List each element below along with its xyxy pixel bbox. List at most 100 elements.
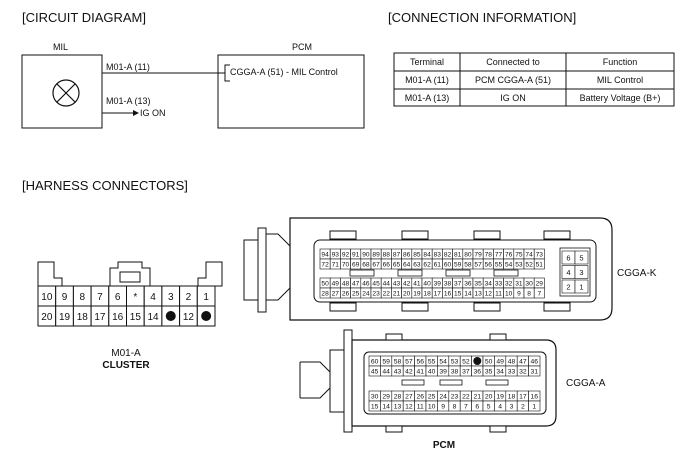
- terminal-number: 3: [510, 404, 514, 411]
- terminal-number: 14: [147, 312, 159, 323]
- terminal-number: 6: [566, 254, 570, 263]
- terminal-number: 20: [41, 312, 53, 323]
- terminal-number: 8: [527, 291, 531, 298]
- terminal-number: 39: [439, 369, 447, 376]
- table-cell: PCM CGGA-A (51): [475, 75, 551, 85]
- terminal-number: 26: [417, 394, 425, 401]
- terminal-number: 37: [462, 369, 470, 376]
- terminal-number: 18: [77, 312, 89, 323]
- table-header-connected-to: Connected to: [486, 57, 540, 67]
- terminal-number: 50: [485, 359, 493, 366]
- terminal-number: 4: [150, 292, 156, 303]
- terminal-number: 14: [464, 291, 472, 298]
- pcm-terminal-bracket: [218, 64, 230, 82]
- terminal-number: 14: [382, 404, 390, 411]
- ig-on-label: IG ON: [140, 108, 166, 118]
- terminal-number: 68: [362, 262, 370, 269]
- terminal-number: 7: [537, 291, 541, 298]
- terminal-number: 80: [464, 252, 472, 259]
- terminal-number: 88: [383, 252, 391, 259]
- cgga-a-name: CGGA-A: [566, 378, 606, 389]
- terminal-number: 3: [168, 292, 174, 303]
- mil-box: [21, 54, 103, 129]
- terminal-number: 42: [403, 281, 411, 288]
- terminal-number: 90: [362, 252, 370, 259]
- connection-information-heading: [CONNECTION INFORMATION]: [388, 10, 576, 25]
- terminal-number: 19: [413, 291, 421, 298]
- terminal-number: 1: [203, 292, 209, 303]
- terminal-number: 29: [382, 394, 390, 401]
- terminal-number: 73: [536, 252, 544, 259]
- connector-key-slot: [439, 379, 463, 386]
- terminal-number: 10: [505, 291, 513, 298]
- terminal-number: 81: [454, 252, 462, 259]
- terminal-number: 7: [97, 292, 103, 303]
- m01-a-name: M01-A: [111, 348, 141, 359]
- terminal-number: 36: [464, 281, 472, 288]
- terminal-number: 53: [515, 262, 523, 269]
- terminal-number: 13: [394, 404, 402, 411]
- terminal-number: 78: [485, 252, 493, 259]
- terminal-number: 31: [531, 369, 539, 376]
- terminal-number: 23: [451, 394, 459, 401]
- terminal-cell: [574, 250, 589, 265]
- terminal-number: 30: [525, 281, 533, 288]
- terminal-number: 62: [423, 262, 431, 269]
- terminal-number: 49: [332, 281, 340, 288]
- terminal-number: 21: [393, 291, 401, 298]
- cluster-label: CLUSTER: [102, 360, 150, 371]
- table-cell: Battery Voltage (B+): [580, 93, 661, 103]
- terminal-number: 24: [362, 291, 370, 298]
- terminal-number: 42: [405, 369, 413, 376]
- terminal-number: 89: [372, 252, 380, 259]
- terminal-number: 15: [454, 291, 462, 298]
- terminal-number: 46: [531, 359, 539, 366]
- terminal-number: 3: [579, 268, 583, 277]
- table-cell: IG ON: [500, 93, 526, 103]
- terminal-number: 40: [428, 369, 436, 376]
- terminal-number: 48: [342, 281, 350, 288]
- occupied-terminal-dot: [473, 357, 482, 365]
- terminal-number: 65: [393, 262, 401, 269]
- terminal-number: *: [133, 292, 137, 303]
- terminal-number: 26: [342, 291, 350, 298]
- terminal-number: 41: [417, 369, 425, 376]
- terminal-number: 69: [352, 262, 360, 269]
- terminal-cell: [528, 365, 541, 377]
- terminal-number: 20: [485, 394, 493, 401]
- table-cell: M01-A (13): [405, 93, 450, 103]
- terminal-number: 2: [186, 292, 192, 303]
- terminal-number: 50: [321, 281, 329, 288]
- terminal-number: 77: [495, 252, 503, 259]
- terminal-number: 49: [496, 359, 504, 366]
- terminal-number: 75: [515, 252, 523, 259]
- terminal-number: 25: [428, 394, 436, 401]
- terminal-number: 5: [579, 254, 583, 263]
- pcm-caption: PCM: [433, 440, 455, 451]
- terminal-number: 52: [525, 262, 533, 269]
- terminal-number: 71: [332, 262, 340, 269]
- connector-key-slot: [397, 269, 423, 277]
- terminal-number: 85: [413, 252, 421, 259]
- terminal-number: 83: [434, 252, 442, 259]
- terminal-number: 35: [485, 369, 493, 376]
- terminal-cell: [574, 279, 589, 294]
- terminal-number: 84: [423, 252, 431, 259]
- terminal-number: 61: [434, 262, 442, 269]
- ig-on-arrow-icon: [133, 110, 139, 116]
- terminal-number: 45: [372, 281, 380, 288]
- circuit-diagram: MIL PCM M01-A (11) CGGA-A (51) - MIL Con…: [21, 42, 365, 129]
- terminal-number: 27: [405, 394, 413, 401]
- terminal-number: 59: [382, 359, 390, 366]
- terminal-number: 39: [434, 281, 442, 288]
- terminal-number: 32: [505, 281, 513, 288]
- terminal-number: 44: [382, 369, 390, 376]
- connection-table: Terminal Connected to Function M01-A (11…: [393, 52, 675, 107]
- terminal-number: 51: [536, 262, 544, 269]
- terminal-number: 48: [508, 359, 516, 366]
